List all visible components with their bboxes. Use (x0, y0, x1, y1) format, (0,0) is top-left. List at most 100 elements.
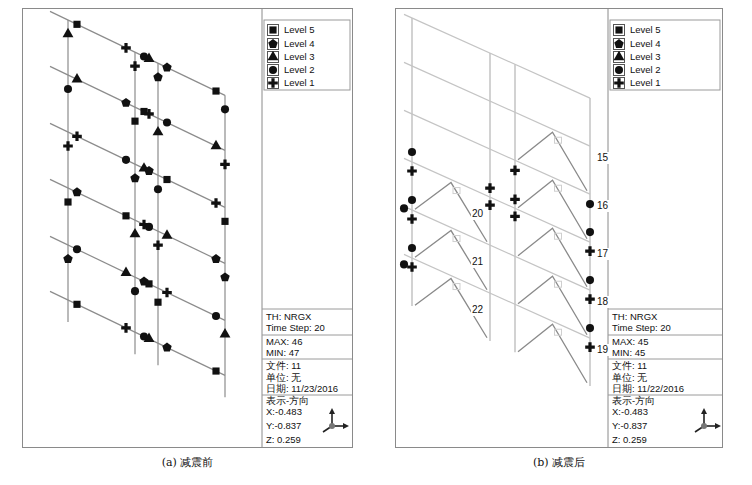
circle-mark (64, 85, 72, 93)
member-number: 17 (596, 248, 609, 260)
circle-mark (122, 156, 130, 164)
plot-panel: (b) 减震后 (395, 8, 723, 448)
damper-icon (453, 284, 460, 290)
damper-icon (555, 137, 562, 143)
circle-mark (212, 312, 220, 320)
plus-mark (130, 61, 140, 71)
pentagon-mark (153, 72, 162, 81)
legend-swatch (267, 51, 279, 63)
circle-mark (586, 200, 594, 208)
member-number: 16 (596, 200, 609, 212)
plus-mark (585, 342, 595, 352)
plus-mark (407, 214, 417, 224)
member-number: 18 (596, 296, 609, 308)
info-text: Z: 0.259 (612, 434, 647, 446)
axis-head (701, 408, 707, 414)
plus-mark (63, 141, 73, 151)
circle-mark (586, 276, 594, 284)
axis-head (329, 408, 335, 414)
legend-text: Level 5 (284, 24, 315, 36)
legend-swatch (613, 64, 625, 76)
info-divider (262, 335, 352, 336)
beam-line (50, 11, 225, 95)
legend-swatch (613, 77, 625, 89)
legend-text: Level 4 (630, 38, 661, 50)
pentagon-mark (72, 187, 81, 196)
legend-swatch (267, 24, 279, 36)
legend-swatch (613, 24, 625, 36)
triangle-mark (130, 228, 141, 237)
legend-item: Level 4 (613, 38, 661, 50)
info-text: 日期: 11/23/2016 (266, 383, 338, 395)
member-number: 20 (471, 208, 484, 220)
plus-mark (510, 212, 520, 222)
info-text: 文件: 11 (612, 360, 647, 372)
circle-mark (154, 185, 162, 193)
beam-line (404, 62, 590, 146)
pentagon-mark (614, 39, 623, 48)
triangle-mark (162, 229, 173, 238)
axis-head (715, 423, 721, 429)
info-text: 单位: 无 (612, 372, 647, 384)
info-text: Z: 0.259 (266, 434, 301, 446)
info-text: Time Step: 20 (612, 322, 671, 334)
plus-mark (121, 323, 131, 333)
swatch-box (614, 65, 625, 76)
circle-mark (408, 148, 416, 156)
square-mark (154, 299, 161, 306)
info-text: TH: NRGX (266, 311, 311, 323)
triangle-mark (220, 328, 231, 337)
legend-item: Level 5 (613, 24, 661, 36)
beam-line (404, 254, 590, 338)
frame-before (50, 11, 230, 397)
plus-mark (220, 160, 230, 170)
legend-swatch (613, 51, 625, 63)
triangle-mark (614, 51, 625, 60)
info-text: MAX: 46 (266, 336, 302, 348)
swatch-box (268, 25, 279, 36)
legend-swatch (267, 77, 279, 89)
legend-item: Level 1 (267, 77, 315, 89)
axis-triad (323, 408, 349, 432)
panel-caption: (a) 减震前 (162, 455, 214, 470)
info-divider (262, 359, 352, 360)
square-mark (212, 87, 219, 94)
plus-mark (407, 262, 417, 272)
legend-text: Level 1 (284, 77, 315, 89)
swatch-box (614, 52, 625, 63)
info-text: Y:-0.837 (612, 420, 647, 432)
member-number: 15 (596, 152, 609, 164)
plus-mark (268, 78, 278, 88)
frame-after (400, 14, 595, 386)
triangle-mark (63, 28, 74, 37)
legend-text: Level 5 (630, 24, 661, 36)
swatch-box (268, 65, 279, 76)
square-mark (145, 280, 152, 287)
plus-mark (153, 240, 163, 250)
square-mark (163, 176, 170, 183)
chevron-brace (518, 276, 587, 335)
chevron-brace (415, 183, 487, 242)
column-line (67, 20, 68, 322)
info-text: 日期: 11/22/2016 (612, 383, 684, 395)
info-text: MIN: 45 (612, 347, 645, 359)
swatch-box (268, 39, 279, 50)
legend-frame (264, 20, 350, 90)
info-text: 表示-方向 (612, 395, 655, 407)
plus-mark (162, 288, 172, 298)
beam-line (50, 291, 225, 375)
info-text: 单位: 无 (266, 372, 301, 384)
beam-line (404, 206, 590, 290)
swatch-box (268, 78, 279, 89)
plus-mark (510, 166, 520, 176)
member-number: 19 (596, 344, 609, 356)
chevron-brace (518, 132, 587, 191)
info-text: 文件: 11 (266, 360, 301, 372)
plus-mark (585, 294, 595, 304)
damper-icon (453, 236, 460, 242)
info-text: MIN: 47 (266, 347, 299, 359)
beam-line (50, 236, 225, 320)
info-divider (608, 309, 722, 310)
info-divider (608, 359, 722, 360)
damper-icon (555, 233, 562, 239)
